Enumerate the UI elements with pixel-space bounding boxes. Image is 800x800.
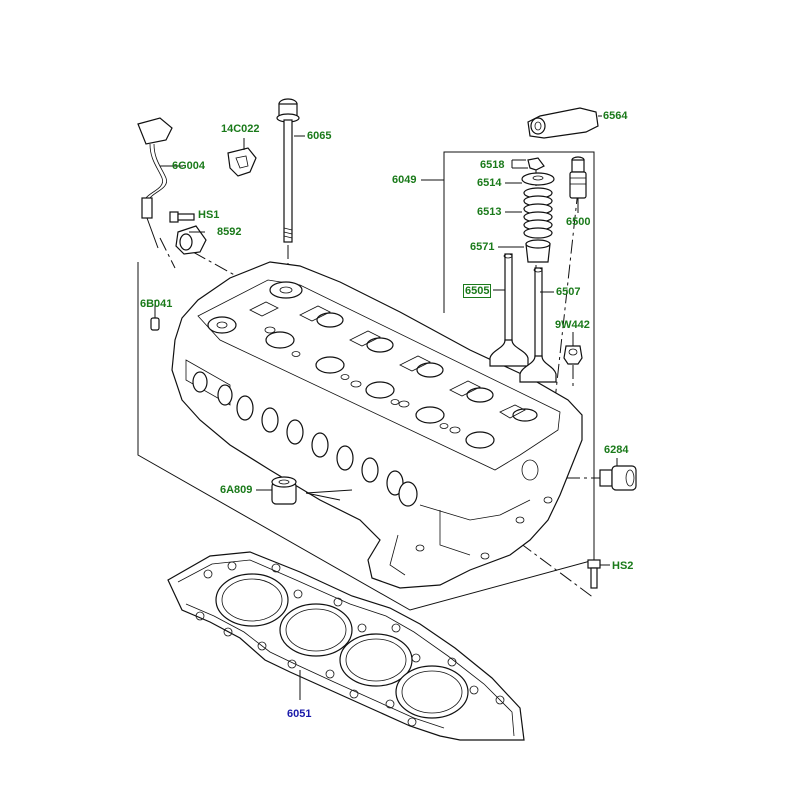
- valve-pockets: [249, 301, 526, 419]
- spacer-6a809[interactable]: [271, 476, 353, 505]
- label-6507[interactable]: 6507: [556, 286, 581, 298]
- label-hs2[interactable]: HS2: [612, 560, 634, 572]
- head-end-face: [389, 459, 553, 576]
- label-6500[interactable]: 6500: [566, 216, 591, 228]
- label-9w442[interactable]: 9W442: [555, 319, 590, 331]
- dowel-pin[interactable]: [150, 312, 160, 331]
- head-bolt[interactable]: [276, 98, 300, 243]
- label-6g004[interactable]: 6G004: [172, 160, 206, 172]
- exhaust-valve[interactable]: [519, 267, 557, 383]
- bolt-hs2[interactable]: [587, 559, 610, 589]
- temperature-sensor-lead[interactable]: [137, 117, 173, 249]
- camshaft-sensor[interactable]: [175, 225, 207, 255]
- label-6065[interactable]: 6065: [307, 130, 332, 142]
- label-6505[interactable]: 6505: [463, 284, 492, 298]
- bracket-14c022[interactable]: [227, 138, 257, 177]
- label-6518[interactable]: 6518: [480, 159, 505, 171]
- label-6513[interactable]: 6513: [477, 206, 502, 218]
- valve-spring-retainer[interactable]: [521, 172, 555, 186]
- label-8592[interactable]: 8592: [217, 226, 242, 238]
- bolt-hs1[interactable]: [169, 211, 195, 223]
- rocker-arm[interactable]: [527, 107, 599, 139]
- label-6a809[interactable]: 6A809: [220, 484, 253, 496]
- label-6b041[interactable]: 6B041: [140, 298, 173, 310]
- label-6049[interactable]: 6049: [392, 174, 417, 186]
- head-gasket[interactable]: [167, 551, 525, 741]
- label-6514[interactable]: 6514: [477, 177, 502, 189]
- label-6284[interactable]: 6284: [604, 444, 629, 456]
- cylinder-head-casting[interactable]: [171, 261, 583, 589]
- leader-lines: [154, 115, 618, 491]
- intake-valve[interactable]: [489, 253, 529, 367]
- valve-collet[interactable]: [511, 157, 545, 171]
- label-hs1[interactable]: HS1: [198, 209, 220, 221]
- label-6051[interactable]: 6051: [287, 708, 312, 720]
- valve-stem-seal[interactable]: [525, 239, 551, 263]
- plug-6284[interactable]: [599, 465, 637, 491]
- label-6564[interactable]: 6564: [603, 110, 628, 122]
- label-6571[interactable]: 6571: [470, 241, 495, 253]
- cam-journals: [207, 281, 538, 449]
- valve-spring[interactable]: [523, 187, 553, 239]
- plug-9w442[interactable]: [563, 345, 583, 365]
- side-ports: [185, 359, 404, 496]
- label-14c022[interactable]: 14C022: [221, 123, 260, 135]
- lash-adjuster[interactable]: [569, 156, 587, 199]
